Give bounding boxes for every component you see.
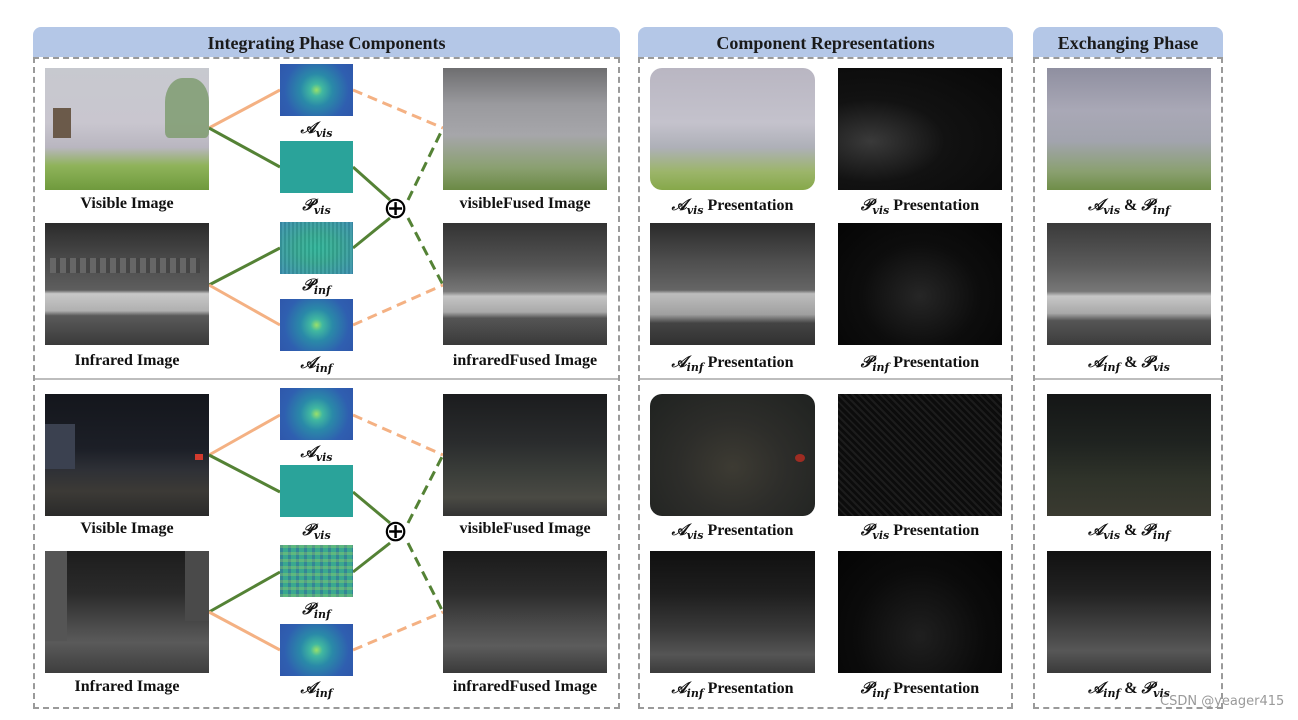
amplitude-spectrum-vis	[280, 64, 353, 116]
a-vis-presentation-label: 𝒜vis Presentation	[671, 520, 794, 543]
infrared-fused-label: infraredFused Image	[452, 352, 598, 369]
a-inf-presentation-label: 𝒜inf Presentation	[671, 352, 794, 375]
infrared-image-label: Infrared Image	[74, 352, 180, 369]
panel-exchanging	[1033, 57, 1223, 709]
exchange-ainf-pvis-label: 𝒜inf & 𝒫vis	[1088, 678, 1170, 701]
p-inf-presentation-label: 𝒫inf Presentation	[860, 352, 980, 375]
exchange-avis-pinf-night	[1047, 394, 1211, 516]
amplitude-spectrum-vis	[280, 388, 353, 440]
watermark: CSDN @yeager415	[1160, 694, 1285, 709]
phase-spectrum-inf	[280, 545, 353, 597]
visible-image-label: Visible Image	[80, 195, 174, 212]
exchange-avis-pinf-label: 𝒜vis & 𝒫inf	[1088, 195, 1170, 218]
infrared-fused-image-night	[443, 551, 607, 673]
infrared-image-label: Infrared Image	[74, 678, 180, 695]
p-vis-presentation-day	[838, 68, 1002, 190]
a-vis-presentation-label: 𝒜vis Presentation	[671, 195, 794, 218]
p-inf-presentation-label: 𝒫inf Presentation	[860, 678, 980, 701]
a-inf-presentation-night	[650, 551, 815, 673]
p-vis-presentation-label: 𝒫vis Presentation	[860, 195, 980, 218]
symbol-a-inf: 𝒜inf	[300, 678, 333, 701]
a-inf-presentation-label: 𝒜inf Presentation	[671, 678, 794, 701]
exchange-ainf-pvis-day	[1047, 223, 1211, 345]
phase-spectrum-inf	[280, 222, 353, 274]
visible-image-night	[45, 394, 209, 516]
exchange-avis-pinf-day	[1047, 68, 1211, 190]
infrared-fused-image-day	[443, 223, 607, 345]
row-separator	[640, 378, 1011, 380]
amplitude-spectrum-inf	[280, 299, 353, 351]
visible-image-day	[45, 68, 209, 190]
row-separator	[35, 378, 618, 380]
visible-fused-label: visibleFused Image	[459, 520, 591, 537]
symbol-p-vis: 𝒫vis	[302, 520, 331, 543]
phase-spectrum-vis	[280, 141, 353, 193]
p-vis-presentation-label: 𝒫vis Presentation	[860, 520, 980, 543]
header-integrating: Integrating Phase Components	[33, 27, 620, 57]
symbol-a-inf: 𝒜inf	[300, 353, 333, 376]
visible-fused-image-day	[443, 68, 607, 190]
infrared-image-night	[45, 551, 209, 673]
p-inf-presentation-day	[838, 223, 1002, 345]
symbol-p-vis: 𝒫vis	[302, 195, 331, 218]
oplus-symbol: ⊕	[383, 191, 409, 226]
symbol-a-vis: 𝒜vis	[300, 118, 333, 141]
amplitude-spectrum-inf	[280, 624, 353, 676]
p-inf-presentation-night	[838, 551, 1002, 673]
p-vis-presentation-night	[838, 394, 1002, 516]
symbol-a-vis: 𝒜vis	[300, 442, 333, 465]
header-component: Component Representations	[638, 27, 1013, 57]
symbol-p-inf: 𝒫inf	[302, 275, 331, 298]
infrared-image-day	[45, 223, 209, 345]
infrared-fused-label: infraredFused Image	[452, 678, 598, 695]
header-exchanging: Exchanging Phase	[1033, 27, 1223, 57]
exchange-ainf-pvis-night	[1047, 551, 1211, 673]
a-vis-presentation-night	[650, 394, 815, 516]
panel-component	[638, 57, 1013, 709]
visible-image-label: Visible Image	[80, 520, 174, 537]
exchange-ainf-pvis-label: 𝒜inf & 𝒫vis	[1088, 352, 1170, 375]
visible-fused-label: visibleFused Image	[459, 195, 591, 212]
a-vis-presentation-day	[650, 68, 815, 190]
exchange-avis-pinf-label: 𝒜vis & 𝒫inf	[1088, 520, 1170, 543]
visible-fused-image-night	[443, 394, 607, 516]
symbol-p-inf: 𝒫inf	[302, 599, 331, 622]
row-separator	[1035, 378, 1221, 380]
panel-integrating	[33, 57, 620, 709]
oplus-symbol: ⊕	[383, 514, 409, 549]
phase-spectrum-vis	[280, 465, 353, 517]
a-inf-presentation-day	[650, 223, 815, 345]
